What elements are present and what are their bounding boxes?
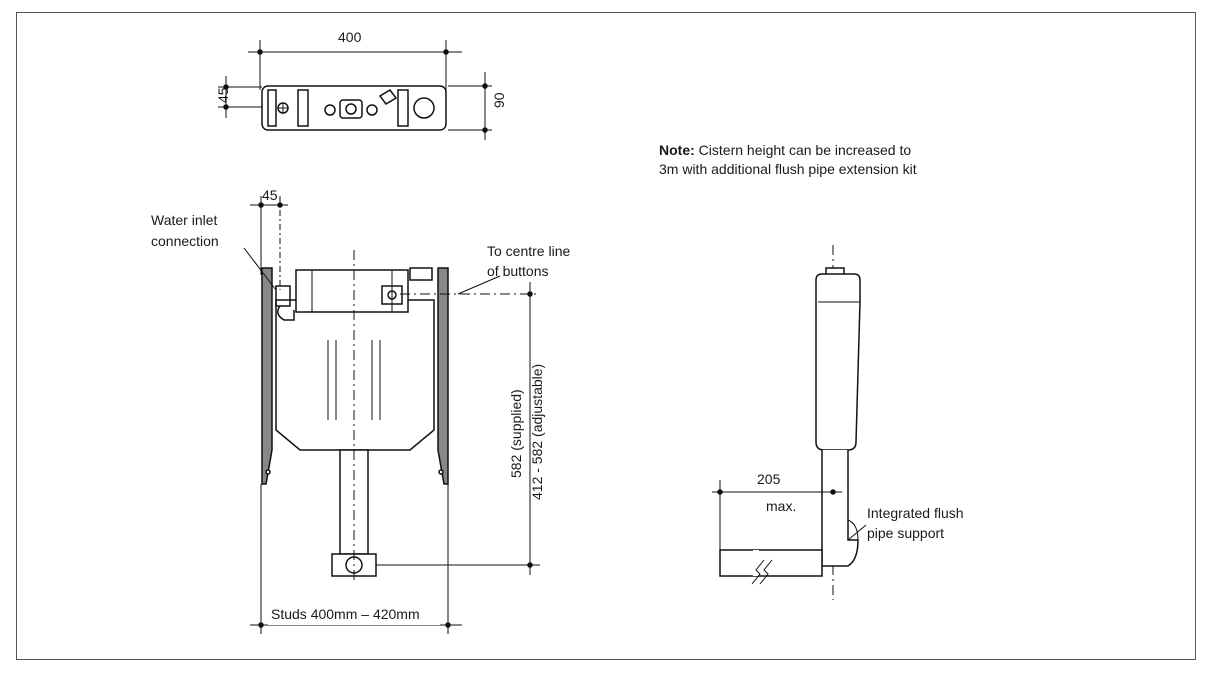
side-view: [712, 245, 867, 600]
dim-inlet-offset: 45: [262, 187, 278, 203]
note: Note: Cistern height can be increased to…: [659, 141, 919, 179]
dim-height-adjustable: 412 - 582 (adjustable): [529, 364, 545, 500]
dim-height-supplied: 582 (supplied): [508, 389, 524, 478]
centre-line-label-1: To centre line: [487, 243, 570, 259]
flush-support-label-2: pipe support: [867, 525, 944, 541]
flush-support-label-1: Integrated flush: [867, 505, 964, 521]
centre-line-label-2: of buttons: [487, 263, 549, 279]
front-view: [243, 196, 540, 634]
drawing-frame: [16, 12, 1196, 660]
water-inlet-label-1: Water inlet: [151, 212, 218, 228]
dim-studs: Studs 400mm – 420mm: [271, 606, 420, 622]
dim-top-width: 400: [338, 29, 362, 45]
note-heading: Note:: [659, 142, 695, 158]
top-view: [218, 40, 492, 140]
water-inlet-label-2: connection: [151, 233, 219, 249]
dim-pipe-offset: 205: [757, 471, 781, 487]
dim-top-depth-left: 45: [215, 87, 231, 103]
dim-pipe-offset-note: max.: [766, 498, 796, 514]
note-text: Cistern height can be increased to 3m wi…: [659, 142, 917, 177]
dim-top-depth-right: 90: [491, 92, 507, 108]
